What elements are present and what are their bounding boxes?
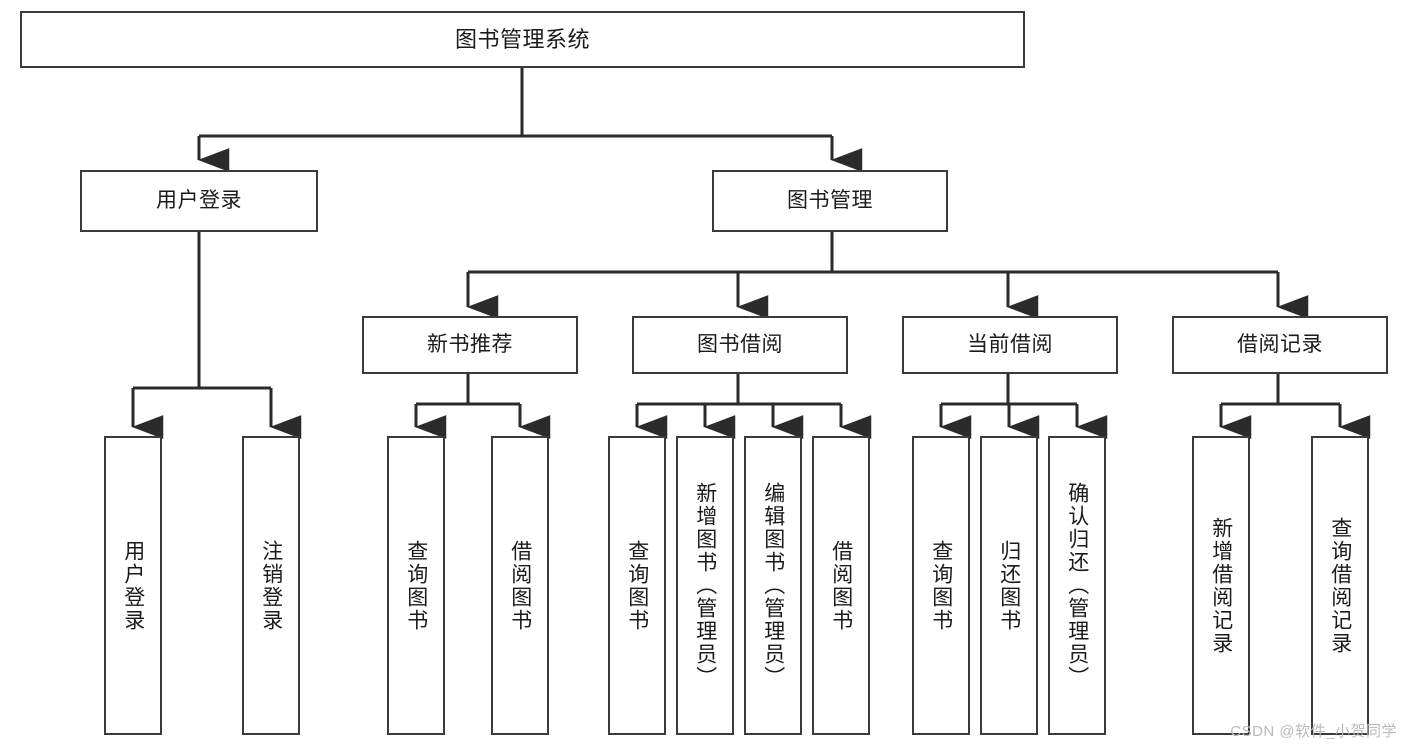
- node-new-book-recommend[interactable]: 新书推荐: [362, 316, 578, 374]
- node-leaf-query-book-borrow[interactable]: 查询图书: [608, 436, 666, 735]
- node-book-management[interactable]: 图书管理: [712, 170, 948, 232]
- node-leaf-confirm-return-admin[interactable]: 确认归还（管理员）: [1048, 436, 1106, 735]
- node-leaf-add-borrow-record[interactable]: 新增借阅记录: [1192, 436, 1250, 735]
- node-label: 注销登录: [259, 539, 283, 632]
- node-leaf-borrow-book[interactable]: 借阅图书: [812, 436, 870, 735]
- node-leaf-add-book-admin[interactable]: 新增图书（管理员）: [676, 436, 734, 735]
- node-label: 确认归还（管理员）: [1065, 482, 1089, 689]
- node-label: 查询借阅记录: [1328, 516, 1352, 655]
- node-leaf-query-book-new[interactable]: 查询图书: [387, 436, 445, 735]
- node-label: 查询图书: [404, 539, 428, 632]
- node-label: 借阅记录: [1237, 332, 1323, 356]
- node-leaf-query-borrow-record[interactable]: 查询借阅记录: [1311, 436, 1369, 735]
- node-leaf-logout[interactable]: 注销登录: [242, 436, 300, 735]
- node-label: 图书管理: [787, 188, 873, 212]
- node-label: 图书管理系统: [454, 26, 590, 52]
- node-leaf-query-book-current[interactable]: 查询图书: [912, 436, 970, 735]
- node-label: 编辑图书（管理员）: [761, 482, 785, 689]
- node-label: 用户登录: [121, 539, 145, 632]
- node-label: 借阅图书: [508, 539, 532, 632]
- node-leaf-user-login[interactable]: 用户登录: [104, 436, 162, 735]
- node-label: 用户登录: [156, 188, 242, 212]
- node-label: 查询图书: [929, 539, 953, 632]
- node-book-management-system[interactable]: 图书管理系统: [20, 11, 1025, 68]
- node-current-borrow[interactable]: 当前借阅: [902, 316, 1118, 374]
- node-book-borrow[interactable]: 图书借阅: [632, 316, 848, 374]
- node-leaf-borrow-book-new[interactable]: 借阅图书: [491, 436, 549, 735]
- node-label: 新书推荐: [427, 332, 513, 356]
- node-user-login[interactable]: 用户登录: [80, 170, 318, 232]
- node-borrow-record[interactable]: 借阅记录: [1172, 316, 1388, 374]
- node-leaf-edit-book-admin[interactable]: 编辑图书（管理员）: [744, 436, 802, 735]
- node-leaf-return-book[interactable]: 归还图书: [980, 436, 1038, 735]
- node-label: 当前借阅: [967, 332, 1053, 356]
- node-label: 查询图书: [625, 539, 649, 632]
- csdn-watermark: CSDN @软件_小贺同学: [1230, 723, 1397, 740]
- node-label: 新增借阅记录: [1209, 516, 1233, 655]
- node-label: 借阅图书: [829, 539, 853, 632]
- node-label: 新增图书（管理员）: [693, 482, 717, 689]
- node-label: 归还图书: [997, 539, 1021, 632]
- node-label: 图书借阅: [697, 332, 783, 356]
